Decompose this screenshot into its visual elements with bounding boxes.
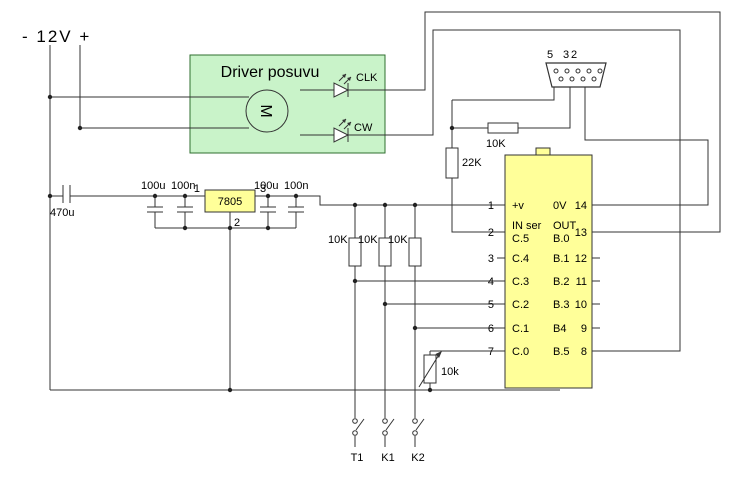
resistor-10k-pullup xyxy=(487,122,519,134)
resistor-22k xyxy=(445,147,459,179)
led-cw-arrowhead xyxy=(342,119,346,123)
resistor-col1-label: 10K xyxy=(328,234,348,246)
ic-pin-label: C.0 xyxy=(512,346,529,358)
led-clk-arrowhead xyxy=(347,77,351,81)
regulator-pin2: 2 xyxy=(234,217,240,229)
resistor-22k-label: 22K xyxy=(462,157,482,169)
ic-pin-number: 2 xyxy=(488,227,494,239)
resistor-col3 xyxy=(408,237,422,267)
potentiometer-wiper-arrowhead xyxy=(435,351,442,358)
ic-pin-label: C.3 xyxy=(512,276,529,288)
regulator-label: 7805 xyxy=(218,196,242,208)
motor-symbol: M xyxy=(257,104,274,117)
connector-pin-label: 3 xyxy=(563,49,569,61)
ic-pin-label: B.5 xyxy=(553,346,570,358)
ic-pin-number: 12 xyxy=(575,253,587,265)
cap-label: 100n xyxy=(171,180,195,192)
cap-label: 100u xyxy=(141,180,165,192)
ic-pin-label: C.2 xyxy=(512,299,529,311)
junction-dots xyxy=(47,94,455,393)
ic-pin-number: 1 xyxy=(488,200,494,212)
led-cw-label: CW xyxy=(354,122,373,134)
ic-pin-label: 0V xyxy=(553,200,567,212)
regulator-pin1: 1 xyxy=(194,183,200,195)
ic-pin-number: 10 xyxy=(575,299,587,311)
led-clk-arrowhead xyxy=(342,74,346,78)
ic-pin-number: 4 xyxy=(488,276,494,288)
ic-pin-number: 7 xyxy=(488,346,494,358)
ic-pin-label: C.4 xyxy=(512,253,529,265)
ic-notch xyxy=(535,147,551,156)
led-clk-label: CLK xyxy=(356,72,378,84)
switch-k2-label: K2 xyxy=(411,452,424,464)
ic-pin-number: 9 xyxy=(581,323,587,335)
ic-pin-label: C.5 xyxy=(512,233,529,245)
ic-pin-label: +v xyxy=(512,200,524,212)
ic-pin-label: C.1 xyxy=(512,323,529,335)
switch-k1-label: K1 xyxy=(381,452,394,464)
ic-pin-sublabel: OUT xyxy=(553,220,577,232)
ic-pin-number: 11 xyxy=(576,276,587,288)
led-cw-icon xyxy=(333,127,350,143)
ic-pin-label: B4 xyxy=(553,323,566,335)
driver-box xyxy=(189,54,386,154)
ic-pin-number: 6 xyxy=(488,323,494,335)
ic-pin-number: 5 xyxy=(488,299,494,311)
led-cw-arrowhead xyxy=(347,122,351,126)
connector-pin-label: 2 xyxy=(571,49,577,61)
ic-pin-number: 8 xyxy=(581,346,587,358)
cap-input-label: 470u xyxy=(50,207,74,219)
ic-pin-label: B.1 xyxy=(553,253,570,265)
ic-pin-sublabel: IN ser xyxy=(512,220,542,232)
ic-pin-label: B.3 xyxy=(553,299,570,311)
cap-label: 100u xyxy=(254,180,278,192)
switch-t1-label: T1 xyxy=(351,452,364,464)
cap-label: 100n xyxy=(284,180,308,192)
potentiometer-label: 10k xyxy=(441,366,459,378)
connector-pin-label: 5 xyxy=(547,49,553,61)
power-supply-label: - 12V + xyxy=(22,27,91,46)
led-clk-icon xyxy=(333,82,350,98)
resistor-col1 xyxy=(348,237,362,267)
serial-connector-pins xyxy=(553,68,603,82)
resistor-col2 xyxy=(378,237,392,267)
motor-circle xyxy=(245,89,289,133)
ic-pin-number: 14 xyxy=(575,200,587,212)
circuit-wires xyxy=(49,11,721,447)
ic-pin-number: 13 xyxy=(575,227,587,239)
ic-body xyxy=(504,154,593,389)
potentiometer-wiper xyxy=(418,352,441,388)
ic-pin-label: B.0 xyxy=(553,233,570,245)
resistor-col2-label: 10K xyxy=(358,234,378,246)
switch-contacts xyxy=(352,418,418,436)
driver-box-title: Driver posuvu xyxy=(221,64,320,81)
resistor-col3-label: 10K xyxy=(388,234,408,246)
regulator-pin3: 3 xyxy=(260,183,266,195)
ic-pin-label: B.2 xyxy=(553,276,570,288)
resistor-10k-pullup-label: 10K xyxy=(486,138,506,150)
ic-pin-number: 3 xyxy=(488,253,494,265)
serial-connector-icon xyxy=(545,62,607,88)
